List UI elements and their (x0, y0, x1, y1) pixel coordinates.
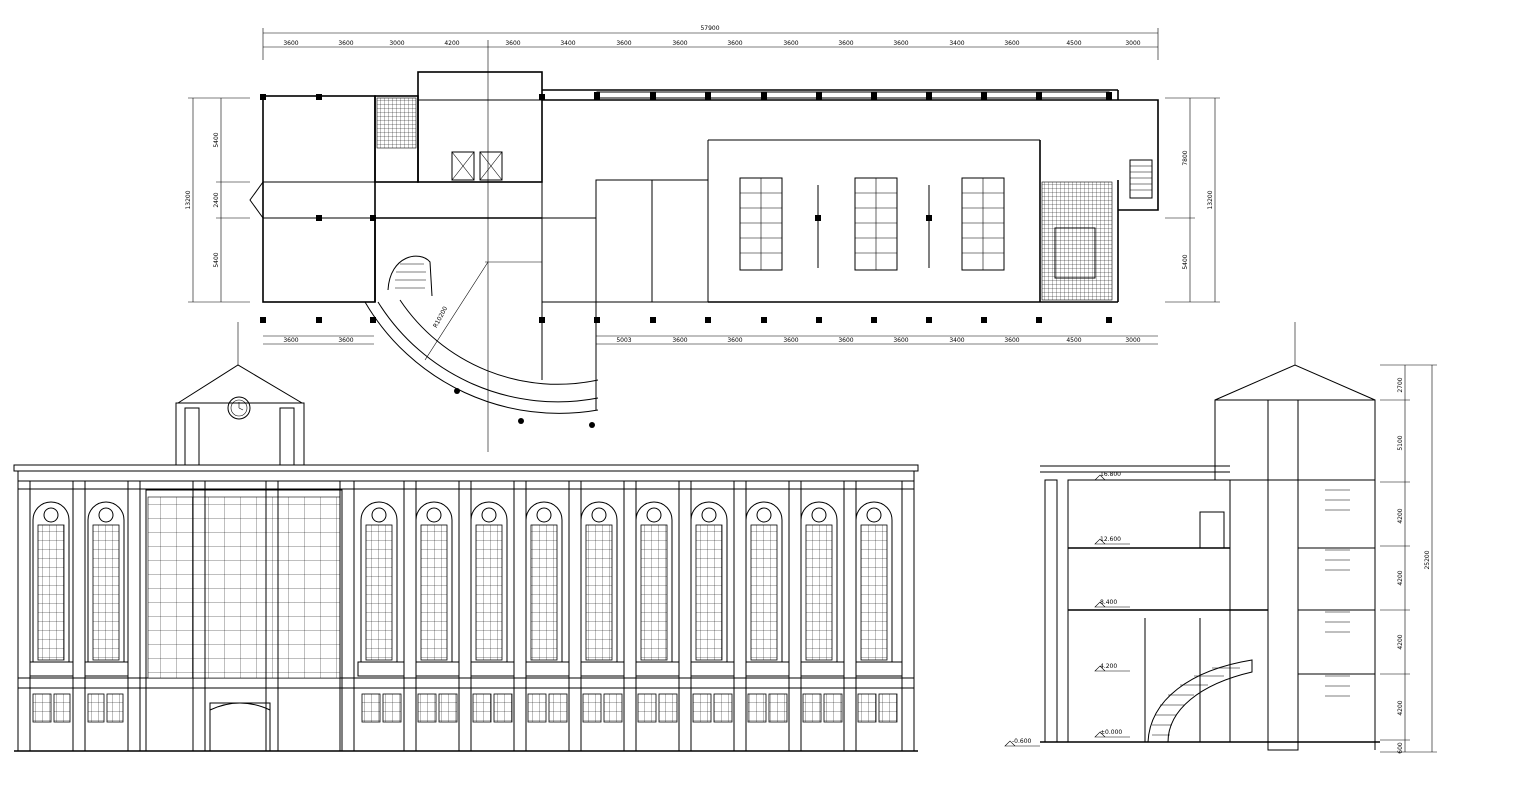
level-8400: 8.400 (1100, 599, 1117, 606)
plan-windows (596, 91, 1110, 99)
bottom-dim-9: 3400 (949, 337, 964, 344)
top-dim-5: 3600 (505, 40, 520, 47)
right-dim-2: 5400 (1182, 254, 1189, 269)
section-dim-7: 600 (1397, 742, 1404, 754)
right-total-label: 13200 (1207, 190, 1214, 209)
bottom-dim-4: 3600 (672, 337, 687, 344)
bottom-dim-5: 3600 (727, 337, 742, 344)
plan-dimensions-right: 13200 7800 5400 (1165, 97, 1220, 303)
office-desks (739, 177, 1005, 271)
bottom-dim-3: 5003 (616, 337, 631, 344)
top-dim-12: 3600 (893, 40, 908, 47)
section-dim-3: 4200 (1397, 508, 1404, 523)
section-dim-4: 4200 (1397, 570, 1404, 585)
section-dim-6: 4200 (1397, 700, 1404, 715)
section-dim-2: 5100 (1397, 435, 1404, 450)
top-dim-2: 3600 (338, 40, 353, 47)
radius-label: R10200 (432, 305, 449, 329)
overall-width-label: 57900 (700, 25, 719, 32)
bottom-dim-7: 3600 (838, 337, 853, 344)
level-12600: 12.600 (1100, 536, 1121, 543)
top-dim-7: 3600 (616, 40, 631, 47)
top-dim-15: 4500 (1066, 40, 1081, 47)
floor-plan: 57900 13200 13200 7800 5400 (185, 25, 1220, 452)
level-0000: ±0.000 (1100, 729, 1122, 736)
left-dimension-labels: 5400 2400 5400 (213, 132, 220, 267)
top-dim-13: 3400 (949, 40, 964, 47)
plan-dimensions-top: 57900 (262, 25, 1159, 60)
front-elevation (13, 322, 919, 752)
elevation-arched-windows (32, 501, 893, 663)
top-dim-10: 3600 (783, 40, 798, 47)
bottom-dim-10: 3600 (1004, 337, 1019, 344)
left-total-label: 13200 (185, 190, 192, 209)
top-dim-4: 4200 (444, 40, 459, 47)
bottom-dimension-labels: 3600 3600 5003 3600 3600 3600 3600 3600 … (283, 337, 1140, 344)
bottom-dim-11: 4500 (1066, 337, 1081, 344)
bottom-dim-12: 3000 (1125, 337, 1140, 344)
plan-walls (249, 71, 1159, 414)
bottom-dim-6: 3600 (783, 337, 798, 344)
section-dim-5: 4200 (1397, 634, 1404, 649)
top-dim-3: 3000 (389, 40, 404, 47)
left-dim-1: 5400 (213, 132, 220, 147)
section-level-marks: 16.800 12.600 8.400 4.200 ±0.000 -0.600 (1004, 471, 1130, 747)
top-dim-16: 3000 (1125, 40, 1140, 47)
plan-dimensions-bottom (263, 335, 1158, 345)
section-dim-1: 2700 (1397, 377, 1404, 392)
top-dim-1: 3600 (283, 40, 298, 47)
top-dim-14: 3600 (1004, 40, 1019, 47)
top-dim-6: 3400 (560, 40, 575, 47)
left-dim-2: 2400 (213, 192, 220, 207)
top-dimension-labels: 3600 3600 3000 4200 3600 3400 3600 3600 … (283, 40, 1140, 47)
section-dimensions: 2700 5100 4200 4200 4200 4200 600 25200 (1380, 364, 1437, 754)
building-section: 16.800 12.600 8.400 4.200 ±0.000 -0.600 … (1004, 322, 1437, 754)
elevation-balustrades (29, 661, 903, 677)
left-dim-3: 5400 (213, 252, 220, 267)
top-dim-11: 3600 (838, 40, 853, 47)
bottom-dim-8: 3600 (893, 337, 908, 344)
bottom-dim-1: 3600 (283, 337, 298, 344)
level-16800: 16.800 (1100, 471, 1121, 478)
section-total-height: 25200 (1424, 550, 1431, 569)
top-dim-9: 3600 (727, 40, 742, 47)
elevation-ground-windows (32, 693, 898, 723)
level-minus-0600: -0.600 (1012, 738, 1032, 745)
level-4200: 4.200 (1100, 663, 1117, 670)
plan-dimensions-left: 13200 (185, 97, 250, 303)
right-dim-1: 7800 (1182, 150, 1189, 165)
top-dim-8: 3600 (672, 40, 687, 47)
bottom-dim-2: 3600 (338, 337, 353, 344)
